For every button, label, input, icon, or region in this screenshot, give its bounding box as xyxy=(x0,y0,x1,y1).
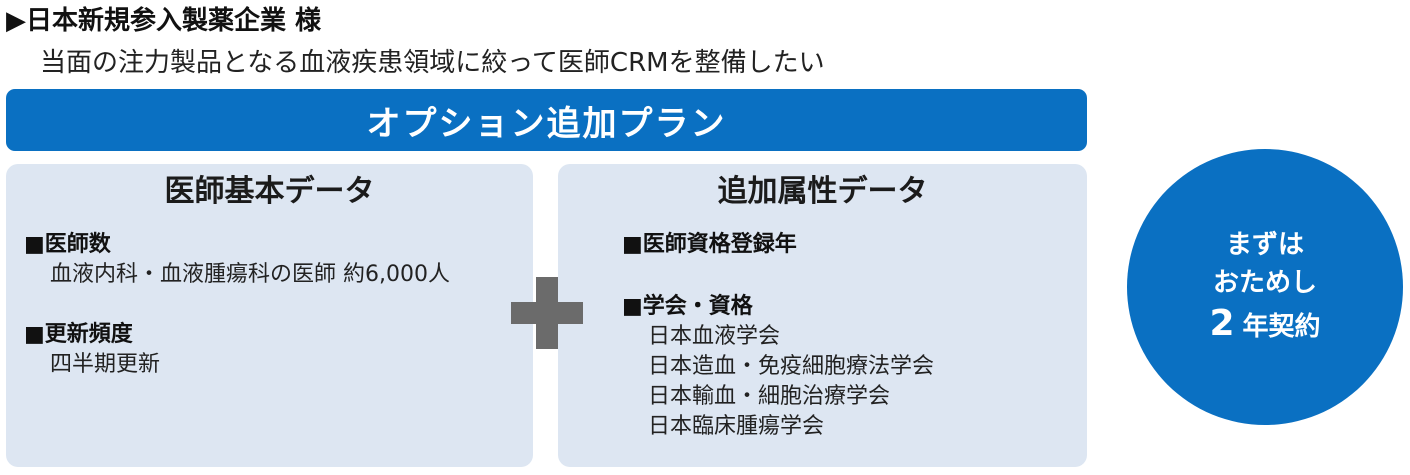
plan-banner-title: オプション追加プラン xyxy=(366,103,727,144)
page-subtitle: 当面の注力製品となる血液疾患領域に絞って医師CRMを整備したい xyxy=(40,48,825,78)
update-frequency-text: 四半期更新 xyxy=(50,352,161,377)
list-item: 日本臨床腫瘍学会 xyxy=(648,414,825,439)
contract-years: 2 xyxy=(1209,302,1235,344)
license-year-heading: ■医師資格登録年 xyxy=(622,232,797,257)
doctor-count-heading: ■医師数 xyxy=(24,232,111,257)
basic-data-title: 医師基本データ xyxy=(164,174,375,209)
update-frequency-heading: ■更新頻度 xyxy=(24,322,133,347)
trial-line-1: まずは xyxy=(1225,229,1304,260)
list-item: 日本造血・免疫細胞療法学会 xyxy=(648,354,935,379)
trial-contract-badge: まずは おためし 2 年契約 xyxy=(1127,149,1403,425)
society-list: 日本血液学会 日本造血・免疫細胞療法学会 日本輸血・細胞治療学会 日本臨床腫瘍学… xyxy=(648,322,934,442)
basic-data-panel: 医師基本データ ■医師数 血液内科・血液腫瘍科の医師 約6,000人 ■更新頻度… xyxy=(6,164,533,467)
list-item: 日本輸血・細胞治療学会 xyxy=(648,384,891,409)
additional-attributes-title: 追加属性データ xyxy=(717,174,928,209)
list-item: 日本血液学会 xyxy=(648,324,781,349)
trial-line-2: おためし xyxy=(1212,267,1317,298)
plan-banner: オプション追加プラン xyxy=(6,89,1087,151)
doctor-count-text: 血液内科・血液腫瘍科の医師 約6,000人 xyxy=(50,262,450,287)
page-title: ▶日本新規参入製薬企業 様 xyxy=(6,6,322,36)
plus-icon xyxy=(511,277,583,349)
contract-term: 2 年契約 xyxy=(1209,302,1320,349)
additional-attributes-panel: 追加属性データ ■医師資格登録年 ■学会・資格 日本血液学会 日本造血・免疫細胞… xyxy=(558,164,1087,467)
society-heading: ■学会・資格 xyxy=(622,294,753,319)
contract-suffix: 年契約 xyxy=(1242,311,1321,342)
